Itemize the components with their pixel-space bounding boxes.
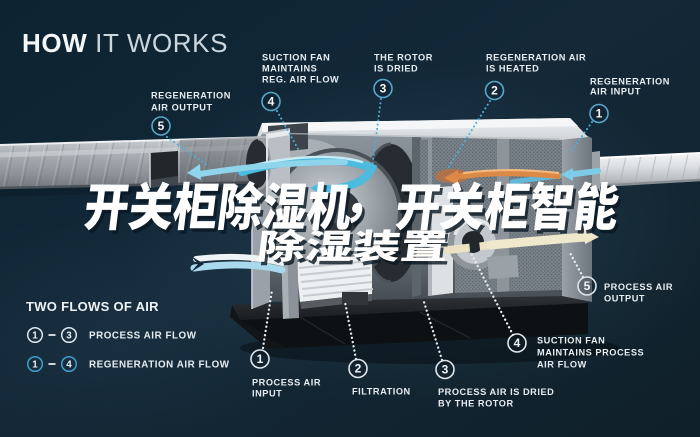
svg-text:IS HEATED: IS HEATED xyxy=(486,64,539,74)
svg-text:BY THE ROTOR: BY THE ROTOR xyxy=(438,399,514,409)
svg-text:REGENERATION: REGENERATION xyxy=(590,77,670,87)
svg-text:REGENERATION AIR: REGENERATION AIR xyxy=(486,53,586,63)
svg-text:PROCESS AIR: PROCESS AIR xyxy=(252,378,321,388)
svg-text:REGENERATION AIR FLOW: REGENERATION AIR FLOW xyxy=(89,360,230,371)
svg-text:AIR FLOW: AIR FLOW xyxy=(537,360,587,370)
svg-text:SUCTION FAN: SUCTION FAN xyxy=(537,336,605,346)
svg-text:REG. AIR FLOW: REG. AIR FLOW xyxy=(262,75,339,85)
svg-text:PROCESS AIR IS DRIED: PROCESS AIR IS DRIED xyxy=(438,387,554,397)
svg-text:OUTPUT: OUTPUT xyxy=(604,294,645,304)
svg-text:1: 1 xyxy=(596,107,603,121)
svg-text:2: 2 xyxy=(491,84,498,98)
svg-text:3: 3 xyxy=(442,363,449,377)
svg-text:PROCESS AIR: PROCESS AIR xyxy=(604,282,673,292)
svg-text:4: 4 xyxy=(514,336,521,350)
svg-text:1: 1 xyxy=(32,360,38,371)
svg-text:HOW IT WORKS: HOW IT WORKS xyxy=(22,28,228,58)
svg-text:5: 5 xyxy=(158,119,165,133)
svg-text:INPUT: INPUT xyxy=(252,389,282,399)
svg-text:AIR OUTPUT: AIR OUTPUT xyxy=(151,103,213,113)
svg-text:3: 3 xyxy=(66,331,72,342)
svg-text:1: 1 xyxy=(257,352,264,366)
svg-text:AIR INPUT: AIR INPUT xyxy=(590,87,641,97)
svg-text:IS DRIED: IS DRIED xyxy=(374,64,418,74)
svg-text:4: 4 xyxy=(66,360,72,371)
svg-text:MAINTAINS PROCESS: MAINTAINS PROCESS xyxy=(537,348,644,358)
svg-text:PROCESS AIR FLOW: PROCESS AIR FLOW xyxy=(89,331,197,342)
svg-text:MAINTAINS: MAINTAINS xyxy=(262,64,317,74)
svg-text:4: 4 xyxy=(268,95,275,109)
svg-text:3: 3 xyxy=(380,82,387,96)
svg-text:TWO FLOWS OF AIR: TWO FLOWS OF AIR xyxy=(26,299,159,314)
svg-text:REGENERATION: REGENERATION xyxy=(151,91,231,101)
svg-text:FILTRATION: FILTRATION xyxy=(352,387,411,397)
svg-text:1: 1 xyxy=(32,331,38,342)
svg-text:THE ROTOR: THE ROTOR xyxy=(374,53,433,63)
svg-text:2: 2 xyxy=(355,362,362,376)
svg-text:5: 5 xyxy=(584,279,591,293)
svg-text:SUCTION FAN: SUCTION FAN xyxy=(262,53,330,63)
